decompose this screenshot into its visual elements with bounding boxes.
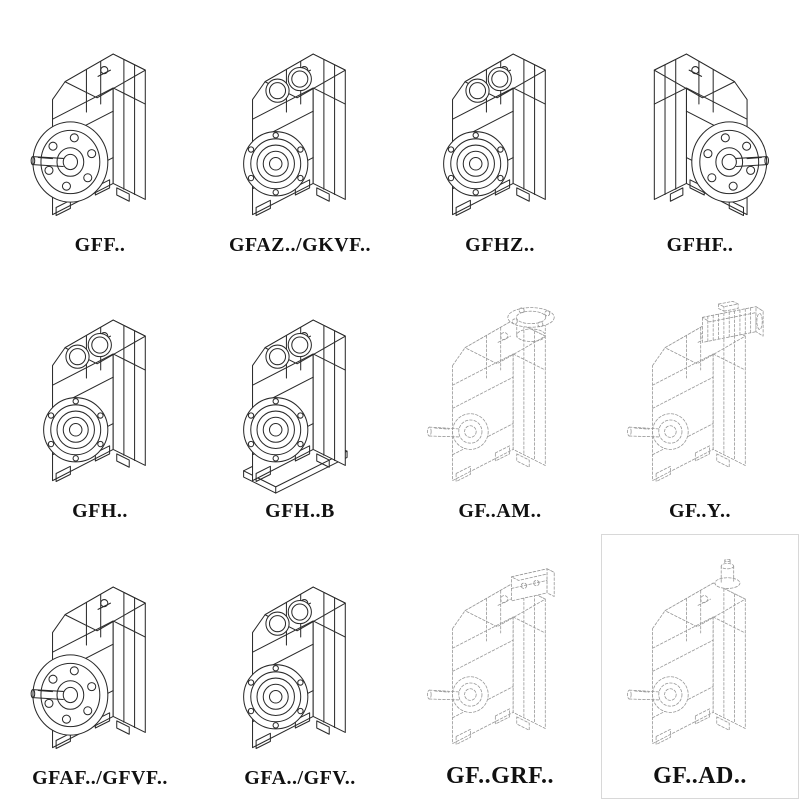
product-cell-gfaz-gkvf: GFAZ../GKVF.. xyxy=(200,0,400,267)
product-label: GF..AD.. xyxy=(653,762,747,789)
gearbox-drawing-hollow-shaft-base xyxy=(243,319,348,494)
product-label: GFH.. xyxy=(72,500,128,523)
gearbox-drawing-with-adapter xyxy=(427,568,555,745)
product-label: GFH..B xyxy=(265,500,335,523)
gearbox-drawing-hollow-shaft xyxy=(43,319,146,483)
product-label: GFAF../GFVF.. xyxy=(32,766,168,789)
gearbox-drawing-flange-output-mirrored xyxy=(653,53,770,216)
product-cell-gf-ad: GF..AD.. xyxy=(600,533,800,800)
product-label: GF..Y.. xyxy=(668,500,732,523)
gearbox-drawing-flange-output xyxy=(30,586,146,750)
product-label: GF..GRF.. xyxy=(445,762,555,789)
product-cell-gfa-gfv: GFA../GFV.. xyxy=(200,533,400,800)
product-label: GFAZ../GKVF.. xyxy=(228,233,372,256)
product-label: GF..AM.. xyxy=(458,500,542,523)
gearbox-drawing-flange-output xyxy=(30,53,146,216)
product-cell-gfh: GFH.. xyxy=(0,267,200,534)
gearbox-drawing-with-motor xyxy=(627,301,764,483)
product-label: GFHF.. xyxy=(666,233,734,256)
product-cell-gf-y: GF..Y.. xyxy=(600,267,800,534)
product-cell-gf-grf: GF..GRF.. xyxy=(400,533,600,800)
gearbox-drawing-hollow-shaft xyxy=(243,586,346,750)
product-cell-gfhz: GFHZ.. xyxy=(400,0,600,267)
product-cell-gf-am: GF..AM.. xyxy=(400,267,600,534)
product-label: GFHZ.. xyxy=(465,233,535,256)
product-cell-gfh-b: GFH..B xyxy=(200,267,400,534)
product-label: GFF.. xyxy=(74,233,126,256)
product-cell-gfhf: GFHF.. xyxy=(600,0,800,267)
product-cell-gfaf-gfvf: GFAF../GFVF.. xyxy=(0,533,200,800)
gearbox-drawing-hollow-shaft xyxy=(443,53,546,216)
gearbox-drawing-hollow-shaft xyxy=(243,53,346,216)
gearbox-drawing-input-flange xyxy=(427,307,555,483)
gearbox-drawing-input-shaft xyxy=(627,558,746,745)
product-cell-gff: GFF.. xyxy=(0,0,200,267)
product-label: GFA../GFV.. xyxy=(244,766,356,789)
